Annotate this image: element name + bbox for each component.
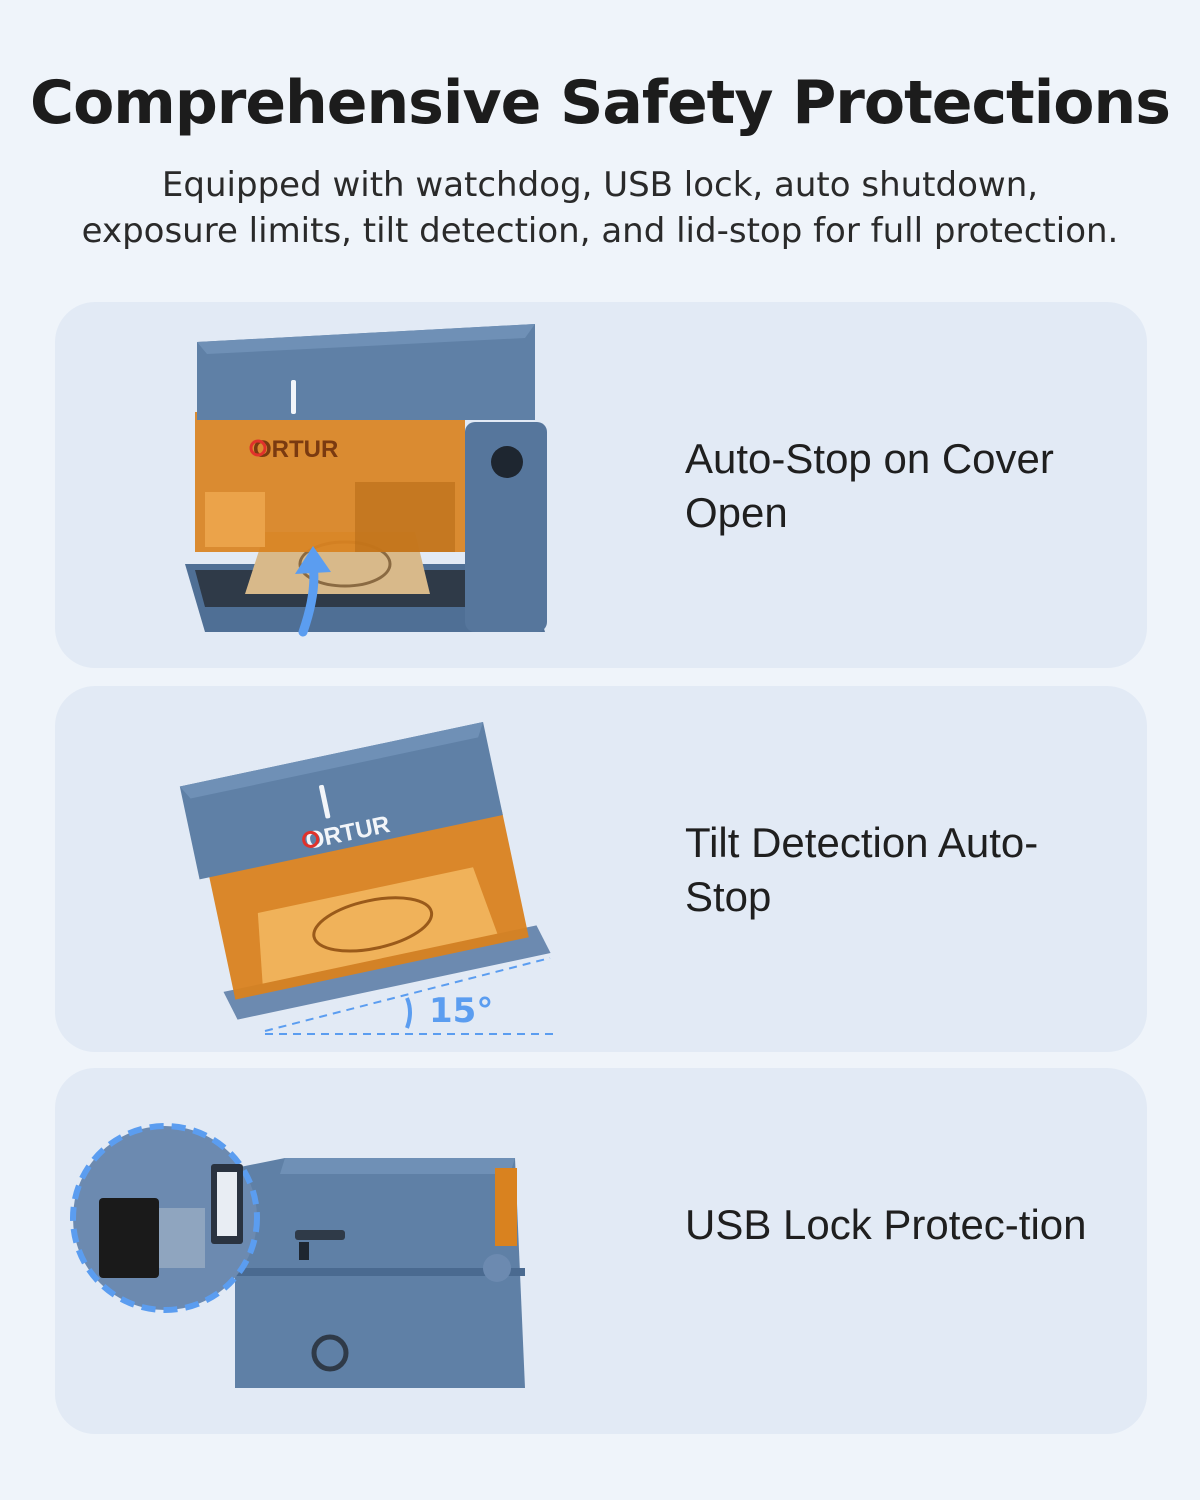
angle-arc-icon xyxy=(405,997,412,1029)
wood-board xyxy=(257,867,498,984)
brand-logo-o-icon xyxy=(302,830,320,848)
tilt-illustration: ORTUR 15° xyxy=(179,722,555,1035)
page-subtitle: Equipped with watchdog, USB lock, auto s… xyxy=(81,165,1119,251)
usb-lock-illustration xyxy=(70,1123,525,1388)
feature-card-cover-open: ORTUR Auto-Stop on Cover Open xyxy=(55,302,1147,668)
engraving-mark xyxy=(312,896,434,953)
laser-module xyxy=(355,482,455,552)
device-top-edge xyxy=(280,1158,515,1174)
amber-shield-front xyxy=(205,492,265,547)
usb-port-contacts xyxy=(217,1172,237,1236)
usb-plug xyxy=(159,1208,205,1268)
switch-icon xyxy=(299,1242,309,1260)
tilt-angle: 15° xyxy=(429,991,493,1031)
page-title: Comprehensive Safety Protections xyxy=(30,68,1171,138)
power-indicator-icon xyxy=(291,380,296,414)
lid-top-edge xyxy=(179,722,484,799)
amber-window xyxy=(495,1168,517,1246)
power-indicator-icon xyxy=(319,784,331,819)
feature-label-tilt: Tilt Detection Auto-Stop xyxy=(685,819,1039,920)
cover-open-illustration: ORTUR xyxy=(185,324,547,637)
fan-vent-icon xyxy=(311,1334,349,1372)
brand-logo: ORTUR xyxy=(253,436,338,463)
brand-logo-o-icon xyxy=(249,439,267,457)
port-panel xyxy=(295,1230,345,1240)
feature-label-usb-lock: USB Lock Protec-tion xyxy=(685,1201,1087,1248)
tilt-line xyxy=(264,957,551,1032)
feature-card-usb-lock: USB Lock Protec-tion xyxy=(55,1068,1147,1434)
feature-card-tilt: ORTUR 15° Tilt Detection Auto-Stop xyxy=(55,686,1147,1052)
arrow-head-icon xyxy=(295,546,331,574)
device-lid xyxy=(179,722,503,880)
usb-dongle-icon xyxy=(99,1198,159,1278)
lid-top-edge xyxy=(197,324,535,354)
knob-icon xyxy=(491,446,523,478)
device-side-column xyxy=(465,422,547,632)
body-seam xyxy=(235,1268,525,1276)
feature-label-cover-open: Auto-Stop on Cover Open xyxy=(685,435,1054,536)
knob-icon xyxy=(483,1254,511,1282)
